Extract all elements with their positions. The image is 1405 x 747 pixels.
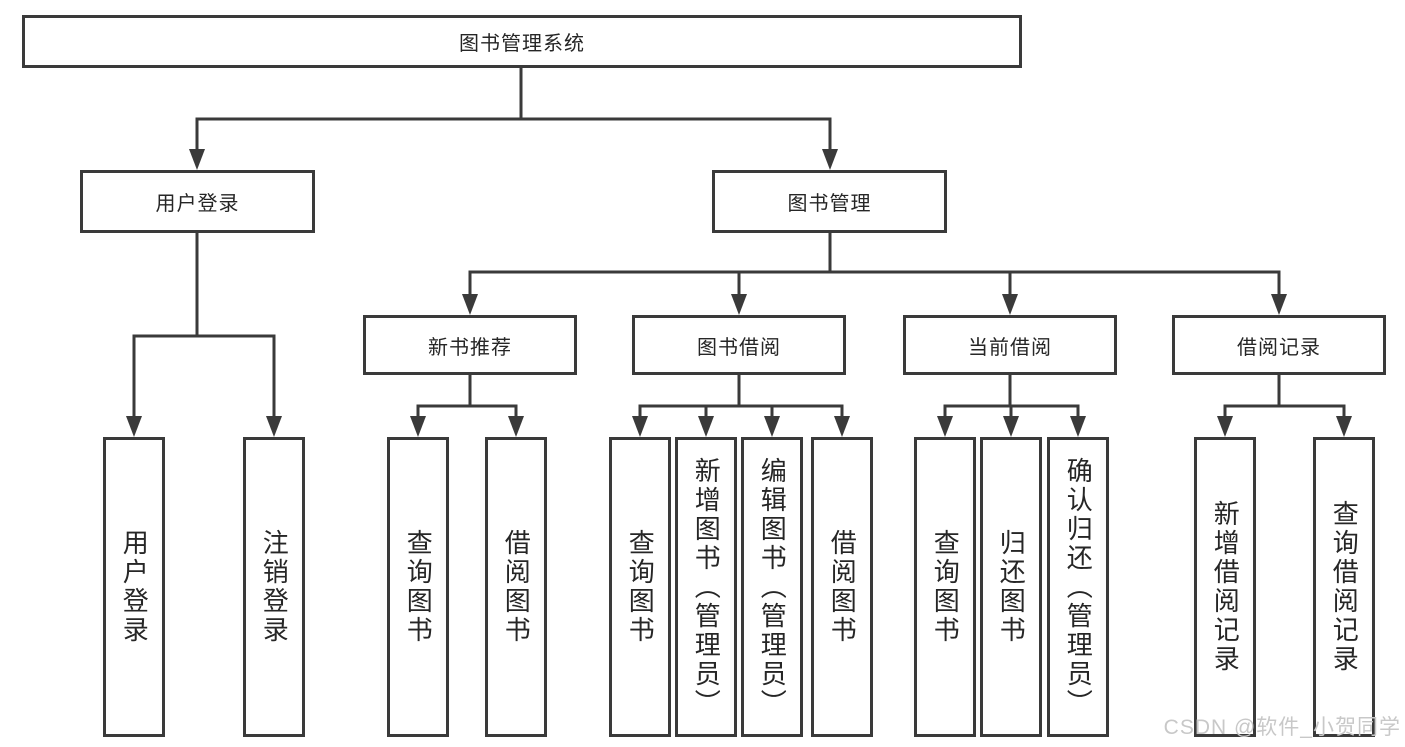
leaf-borrow-book: 借阅图书 <box>811 437 873 737</box>
arrowhead-icon <box>937 416 953 437</box>
node-current-borrow: 当前借阅 <box>903 315 1117 375</box>
arrowheads-layer <box>126 149 1352 437</box>
arrowhead-icon <box>410 416 426 437</box>
arrowhead-icon <box>266 416 282 437</box>
node-label: 新书推荐 <box>428 336 512 359</box>
node-label: 用户登录 <box>155 193 240 215</box>
node-label: 新增图书（管理员） <box>691 456 722 718</box>
arrowhead-icon <box>1002 294 1018 315</box>
leaf-query-book-current: 查询图书 <box>914 437 976 737</box>
leaf-add-book-admin: 新增图书（管理员） <box>675 437 737 737</box>
arrowhead-icon <box>1336 416 1352 437</box>
node-library-management-system: 图书管理系统 <box>22 15 1022 68</box>
node-label: 确认归还（管理员） <box>1063 456 1094 718</box>
node-label: 查询借阅记录 <box>1329 500 1360 674</box>
tree-connector-lines <box>132 66 1346 420</box>
leaf-query-book-recommend: 查询图书 <box>387 437 449 737</box>
arrowhead-icon <box>1271 294 1287 315</box>
node-borrow-record: 借阅记录 <box>1172 315 1386 375</box>
node-label: 图书管理系统 <box>459 33 585 55</box>
arrowhead-icon <box>632 416 648 437</box>
leaf-query-book-borrow: 查询图书 <box>609 437 671 737</box>
node-label: 借阅图书 <box>501 529 532 645</box>
node-label: 归还图书 <box>996 529 1027 645</box>
leaf-add-borrow-record: 新增借阅记录 <box>1194 437 1256 737</box>
arrowhead-icon <box>822 149 838 170</box>
arrowhead-icon <box>1070 416 1086 437</box>
arrowhead-icon <box>189 149 205 170</box>
leaf-borrow-book-recommend: 借阅图书 <box>485 437 547 737</box>
node-label: 查询图书 <box>625 529 656 645</box>
arrowhead-icon <box>698 416 714 437</box>
node-label: 新增借阅记录 <box>1210 500 1241 674</box>
arrowhead-icon <box>508 416 524 437</box>
leaf-logout-login: 注销登录 <box>243 437 305 737</box>
leaf-edit-book-admin: 编辑图书（管理员） <box>741 437 803 737</box>
arrowhead-icon <box>462 294 478 315</box>
node-label: 图书借阅 <box>697 336 781 359</box>
csdn-watermark: CSDN @软件_小贺同学 <box>1163 716 1401 739</box>
node-label: 编辑图书（管理员） <box>757 456 788 718</box>
node-label: 借阅记录 <box>1237 336 1321 359</box>
node-user-login: 用户登录 <box>80 170 315 233</box>
node-book-borrow: 图书借阅 <box>632 315 846 375</box>
node-label: 查询图书 <box>403 529 434 645</box>
leaf-confirm-return-admin: 确认归还（管理员） <box>1047 437 1109 737</box>
arrowhead-icon <box>731 294 747 315</box>
node-book-management: 图书管理 <box>712 170 947 233</box>
node-label: 图书管理 <box>787 193 872 215</box>
leaf-user-login: 用户登录 <box>103 437 165 737</box>
node-label: 用户登录 <box>119 529 150 645</box>
arrowhead-icon <box>834 416 850 437</box>
node-new-book-recommend: 新书推荐 <box>363 315 577 375</box>
leaf-query-borrow-record: 查询借阅记录 <box>1313 437 1375 737</box>
leaf-return-book: 归还图书 <box>980 437 1042 737</box>
node-label: 查询图书 <box>930 529 961 645</box>
node-label: 注销登录 <box>259 529 290 645</box>
node-label: 借阅图书 <box>827 529 858 645</box>
node-label: 当前借阅 <box>968 336 1052 359</box>
arrowhead-icon <box>126 416 142 437</box>
arrowhead-icon <box>764 416 780 437</box>
arrowhead-icon <box>1003 416 1019 437</box>
arrowhead-icon <box>1217 416 1233 437</box>
